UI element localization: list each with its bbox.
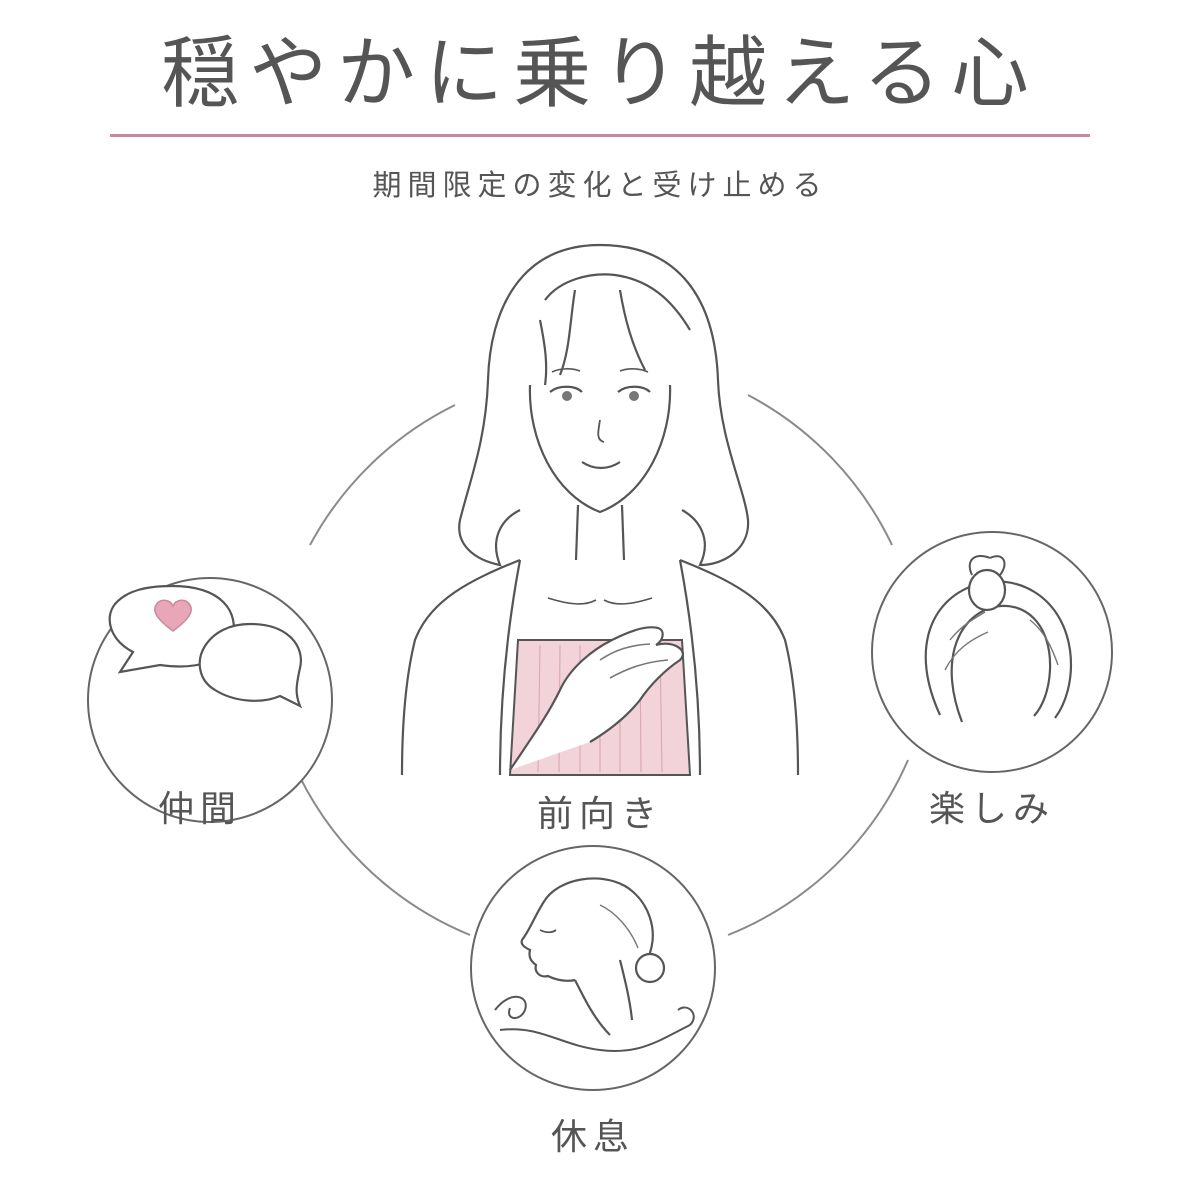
knotted-headband-icon: [871, 531, 1113, 773]
woman-hand-on-chest-icon: [400, 243, 800, 776]
node-label-right: 楽しみ: [928, 789, 1055, 830]
hand-on-chest: [509, 626, 684, 771]
node-label-bottom: 休息: [550, 1117, 635, 1158]
node-label-center: 前向き: [536, 794, 663, 835]
node-label-left: 仲間: [157, 789, 242, 830]
relaxed-woman-profile-icon: [470, 845, 716, 1091]
speech-bubbles-heart-icon: [87, 577, 333, 823]
page-subtitle: 期間限定の変化と受け止める: [372, 168, 828, 202]
title-divider: [110, 134, 1090, 137]
connecting-circle: [291, 394, 909, 936]
page-title: 穏やかに乗り越える心: [161, 29, 1039, 119]
